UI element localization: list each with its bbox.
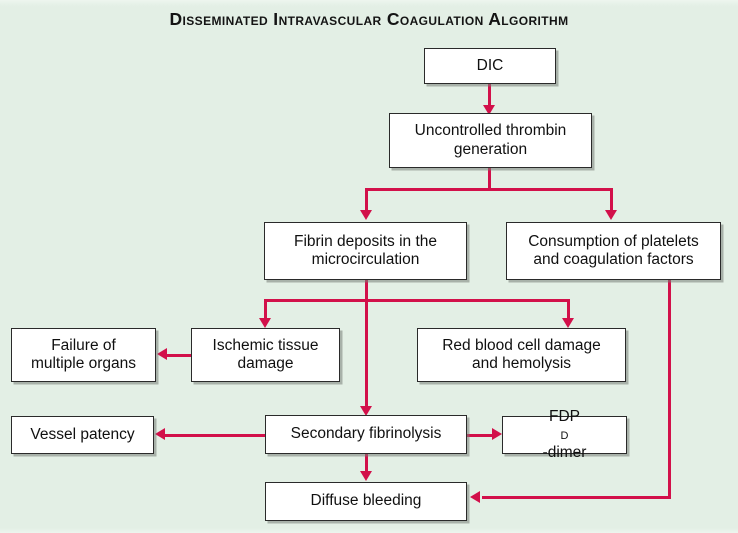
diagram-title: Disseminated Intravascular Coagulation A…	[169, 9, 569, 29]
node-fibrin-line1: Fibrin deposits in the	[293, 232, 438, 250]
edge-fibrinolysis-to-vessel-line	[165, 434, 266, 437]
node-fibrinolysis-label: Secondary fibrinolysis	[290, 425, 442, 443]
node-fdp-label-prefix: FDP	[548, 407, 580, 425]
edge-fibrinolysis-to-fdp-line	[466, 434, 492, 437]
node-consumption-of-platelets[interactable]: Consumption of platelets and coagulation…	[506, 222, 721, 280]
node-fdp-label: FDP D-dimer	[543, 408, 587, 463]
node-dic[interactable]: DIC	[424, 48, 556, 84]
node-uncontrolled-thrombin-generation[interactable]: Uncontrolled thrombin generation	[389, 113, 592, 168]
edge-fibrinolysis-to-vessel-arrowhead	[155, 428, 165, 440]
edge-consumption-to-diffuse-vertical	[668, 280, 671, 499]
node-rbc-line2: and hemolysis	[471, 355, 572, 372]
node-fibrin-deposits[interactable]: Fibrin deposits in the microcirculation	[264, 222, 467, 280]
node-diffuse-bleeding[interactable]: Diffuse bleeding	[265, 482, 467, 521]
edge-dic-to-thrombin-stem	[488, 83, 491, 108]
edge-dic-to-thrombin-arrowhead	[483, 105, 495, 115]
edge-thrombin-to-fibrin-drop	[365, 188, 368, 212]
node-fdp-label-suffix: -dimer	[542, 444, 587, 462]
edge-ischemic-to-organfailure-arrowhead	[157, 348, 167, 360]
node-fibrin-line2: microcirculation	[311, 251, 420, 268]
edge-fibrin-to-ischemic-drop	[264, 299, 267, 320]
edge-fibrin-to-rbc-drop	[567, 299, 570, 320]
node-thrombin-line2: generation	[453, 140, 528, 158]
edge-thrombin-split-bar	[365, 188, 613, 191]
node-ischemic-line1: Ischemic tissue	[212, 336, 319, 354]
edge-fibrin-trunk	[365, 280, 368, 408]
node-failure-of-multiple-organs[interactable]: Failure of multiple organs	[11, 328, 156, 382]
edge-consumption-to-diffuse-horizontal	[482, 496, 671, 499]
node-fdp-d-dimer[interactable]: FDP D-dimer	[502, 408, 627, 461]
bottom-edge-sheen	[0, 528, 738, 533]
node-organfailure-line1: Failure of	[51, 336, 116, 354]
node-fdp-label-smallcap: D	[560, 425, 569, 443]
edge-thrombin-to-fibrin-arrowhead	[360, 210, 372, 220]
node-dic-label: DIC	[476, 56, 504, 74]
node-red-blood-cell-damage[interactable]: Red blood cell damage and hemolysis	[417, 328, 626, 382]
node-organfailure-line2: multiple organs	[30, 355, 137, 372]
edge-fibrinolysis-to-fdp-arrowhead	[492, 428, 502, 440]
edge-fibrinolysis-to-diffuse-stem	[365, 454, 368, 473]
node-diffuse-bleeding-label: Diffuse bleeding	[310, 492, 422, 510]
top-edge-sheen	[0, 0, 738, 7]
node-vessel-patency-label: Vessel patency	[30, 425, 135, 443]
edge-fibrinolysis-to-diffuse-arrowhead	[360, 471, 372, 481]
edge-fibrin-to-rbc-arrowhead	[562, 318, 574, 328]
edge-fibrin-to-ischemic-arrowhead	[259, 318, 271, 328]
edge-ischemic-to-organfailure-line	[167, 354, 191, 357]
edge-consumption-to-diffuse-arrowhead	[470, 491, 480, 503]
edge-fibrin-split-bar	[264, 299, 570, 302]
edge-thrombin-to-consumption-arrowhead	[605, 210, 617, 220]
edge-thrombin-split-stem	[488, 167, 491, 191]
node-vessel-patency[interactable]: Vessel patency	[11, 416, 154, 454]
edge-fibrin-to-fibrinolysis-arrowhead	[360, 406, 372, 416]
edge-thrombin-to-consumption-drop	[610, 188, 613, 212]
node-rbc-line1: Red blood cell damage	[442, 336, 601, 354]
node-consumption-line1: Consumption of platelets	[528, 232, 699, 250]
node-ischemic-tissue-damage[interactable]: Ischemic tissue damage	[191, 328, 340, 382]
node-thrombin-line1: Uncontrolled thrombin	[414, 122, 567, 140]
node-secondary-fibrinolysis[interactable]: Secondary fibrinolysis	[265, 415, 467, 454]
node-consumption-line2: and coagulation factors	[533, 251, 694, 268]
node-ischemic-line2: damage	[237, 355, 294, 372]
